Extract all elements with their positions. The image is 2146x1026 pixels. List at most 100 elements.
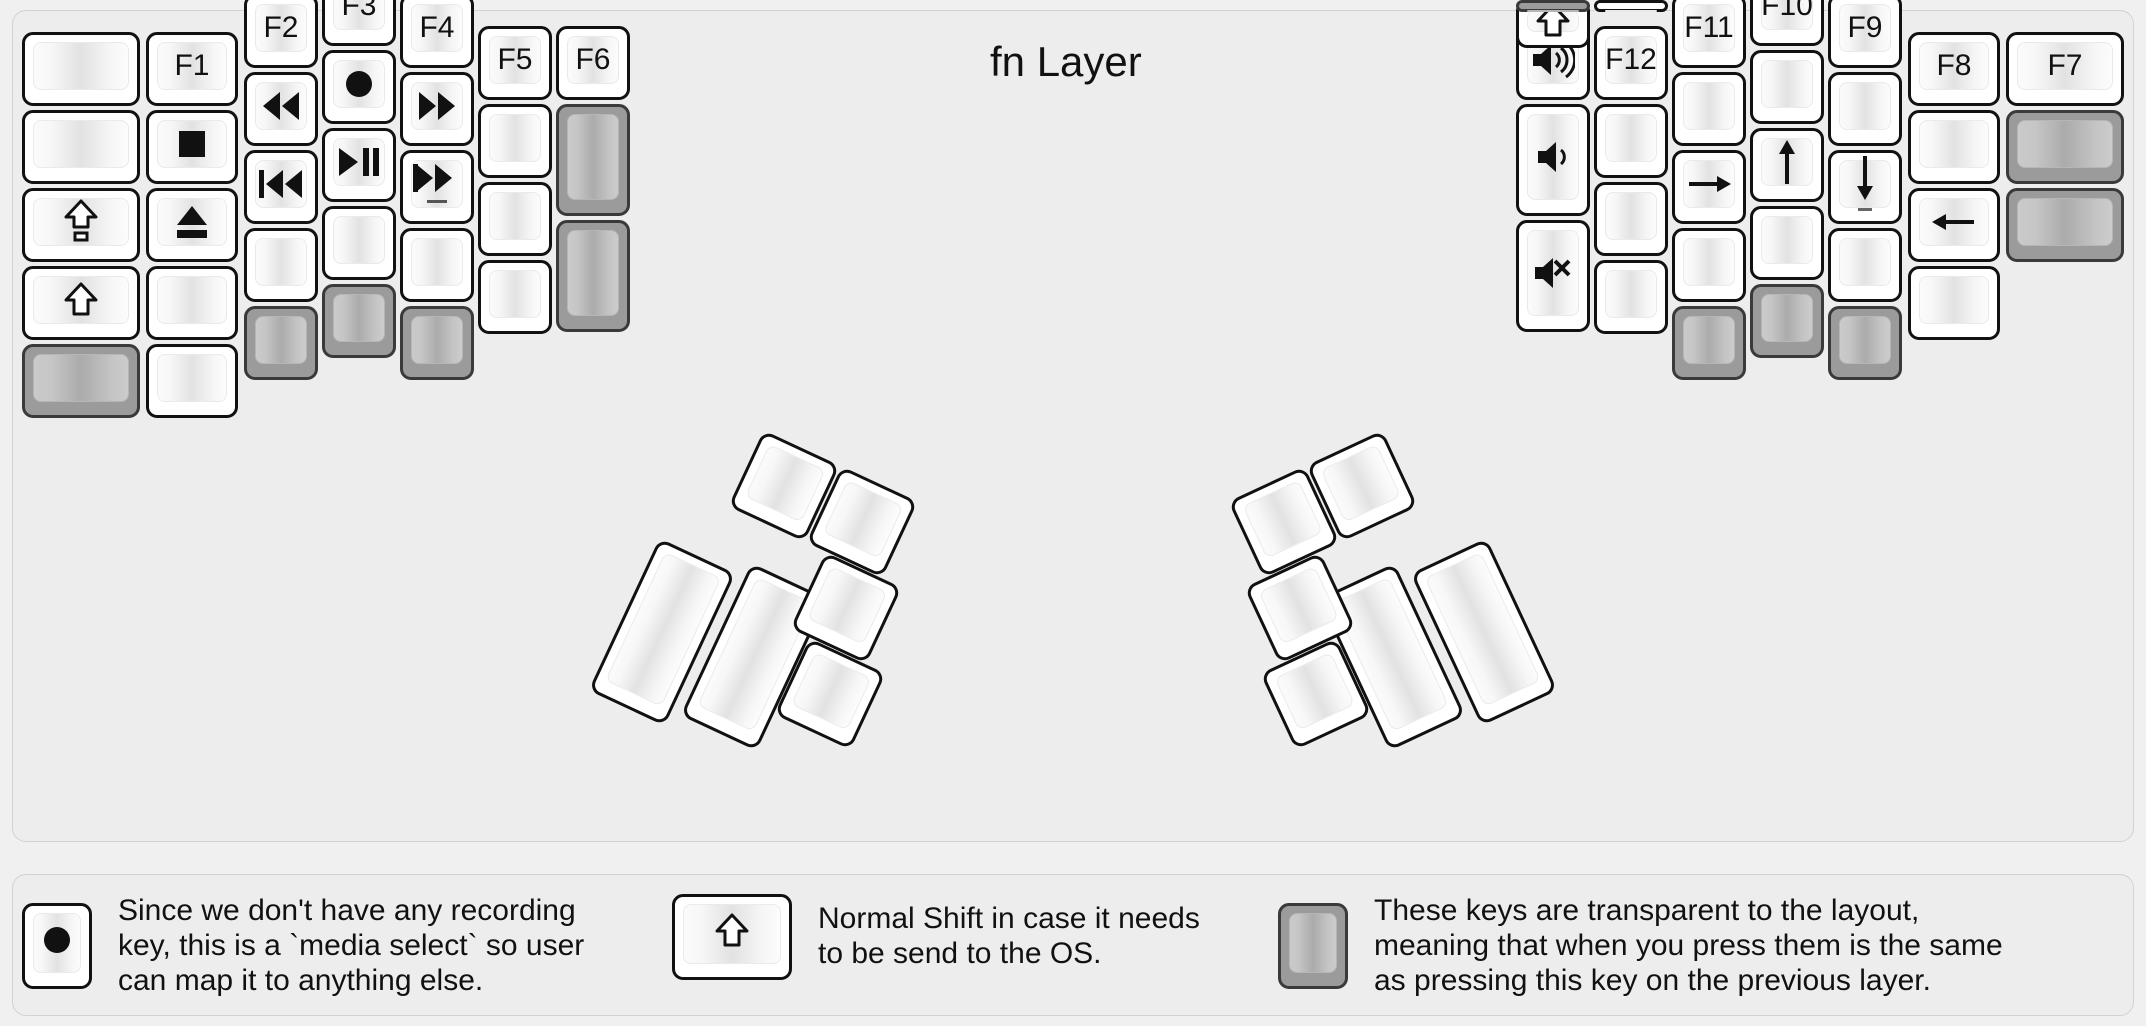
keycap-label: F1 (174, 49, 210, 82)
key-left-col-inner-0[interactable]: F5 (478, 26, 552, 100)
keycap-label (1675, 75, 1743, 143)
key-left-col-pinky-outer-1[interactable] (22, 110, 140, 184)
key-left-col-pinky-4[interactable] (146, 344, 238, 418)
keycap-label (481, 185, 549, 253)
keycap-face (683, 904, 781, 964)
key-left-col-pinky-3[interactable] (146, 266, 238, 340)
legend-text-2: These keys are transparent to the layout… (1374, 894, 2003, 997)
key-right-col-index-3[interactable] (1828, 228, 1902, 302)
key-right-col-inner-2[interactable] (1908, 188, 2000, 262)
key-left-col-pinky-outer-0[interactable] (22, 32, 140, 106)
key-right-col-pinky-1[interactable] (1594, 104, 1668, 178)
key-right-col-ring-3[interactable] (1672, 228, 1746, 302)
key-right-col-inner-outer-0[interactable]: F7 (2006, 32, 2124, 106)
legend-key-1 (672, 894, 792, 980)
keycap-label: F2 (263, 11, 299, 44)
keycap-label (149, 347, 235, 415)
key-left-col-pinky-0[interactable]: F1 (146, 32, 238, 106)
key-right-col-middle-0[interactable]: F10 (1750, 0, 1824, 46)
keycap-label: F12 (1605, 43, 1657, 76)
key-left-col-index-2[interactable] (400, 150, 474, 224)
key-left-col-pinky-outer-2[interactable] (22, 188, 140, 262)
key-right-col-pinky-4[interactable] (1594, 0, 1668, 12)
key-left-col-inner-outer-2[interactable] (556, 220, 630, 332)
keycap-label: F4 (419, 11, 455, 44)
key-left-col-ring-1[interactable] (244, 72, 318, 146)
keycap-label (149, 269, 235, 337)
key-left-col-inner-outer-0[interactable]: F6 (556, 26, 630, 100)
keycap-label (247, 309, 315, 377)
key-left-col-pinky-1[interactable] (146, 110, 238, 184)
keycap-label (1753, 287, 1821, 355)
keycap-label: F10 (1761, 0, 1813, 22)
caps-lock-icon (25, 191, 137, 259)
key-right-col-index-4[interactable] (1828, 306, 1902, 380)
key-left-col-middle-4[interactable] (322, 284, 396, 358)
keycap-label (325, 287, 393, 355)
key-right-col-inner-0[interactable]: F8 (1908, 32, 2000, 106)
key-left-col-index-0[interactable]: F4 (400, 0, 474, 68)
key-left-col-ring-0[interactable]: F2 (244, 0, 318, 68)
key-right-col-index-0[interactable]: F9 (1828, 0, 1902, 68)
key-left-col-inner-1[interactable] (478, 104, 552, 178)
keycap-label (25, 113, 137, 181)
legend-panel (12, 874, 2134, 1016)
key-left-col-inner-3[interactable] (478, 260, 552, 334)
key-right-col-pinky-outer-2[interactable] (1516, 220, 1590, 332)
keycap-label: F9 (1847, 11, 1883, 44)
key-right-col-ring-2[interactable] (1672, 150, 1746, 224)
volume-down-icon (1519, 107, 1587, 213)
key-right-col-ring-0[interactable]: F11 (1672, 0, 1746, 68)
key-right-col-index-1[interactable] (1828, 72, 1902, 146)
keycap-label (403, 231, 471, 299)
key-left-col-index-4[interactable] (400, 306, 474, 380)
key-right-col-inner-3[interactable] (1908, 266, 2000, 340)
legend-key-2 (1278, 903, 1348, 990)
key-right-col-inner-outer-1[interactable] (2006, 110, 2124, 184)
prev-track-icon (247, 153, 315, 221)
next-track-icon (403, 153, 471, 221)
key-left-col-middle-3[interactable] (322, 206, 396, 280)
key-left-col-middle-2[interactable] (322, 128, 396, 202)
record-circle-icon (325, 53, 393, 121)
keycap-label (1753, 53, 1821, 121)
keycap-label (559, 107, 627, 213)
key-right-col-pinky-3[interactable] (1594, 260, 1668, 334)
keycap-label (1753, 209, 1821, 277)
key-left-col-ring-3[interactable] (244, 228, 318, 302)
key-right-col-ring-1[interactable] (1672, 72, 1746, 146)
key-right-col-pinky-0[interactable]: F12 (1594, 26, 1668, 100)
key-right-col-pinky-outer-1[interactable] (1516, 104, 1590, 216)
fast-forward-icon (403, 75, 471, 143)
key-right-col-ring-4[interactable] (1672, 306, 1746, 380)
arrow-right-icon (1675, 153, 1743, 221)
key-right-col-middle-1[interactable] (1750, 50, 1824, 124)
key-left-col-middle-1[interactable] (322, 50, 396, 124)
key-left-col-middle-0[interactable]: F3 (322, 0, 396, 46)
key-left-col-inner-outer-1[interactable] (556, 104, 630, 216)
key-left-col-pinky-outer-3[interactable] (22, 266, 140, 340)
key-left-col-ring-2[interactable] (244, 150, 318, 224)
key-right-col-inner-1[interactable] (1908, 110, 2000, 184)
keycap-label: F3 (341, 0, 377, 22)
key-left-col-pinky-2[interactable] (146, 188, 238, 262)
key-right-col-middle-3[interactable] (1750, 206, 1824, 280)
legend-item-2: These keys are transparent to the layout… (1278, 894, 2003, 998)
key-right-col-middle-2[interactable] (1750, 128, 1824, 202)
key-left-col-index-3[interactable] (400, 228, 474, 302)
key-left-col-index-1[interactable] (400, 72, 474, 146)
volume-mute-icon (1519, 223, 1587, 329)
key-right-col-pinky-2[interactable] (1594, 182, 1668, 256)
keycap-label: F8 (1936, 49, 1972, 82)
key-left-col-pinky-outer-4[interactable] (22, 344, 140, 418)
keycap-label (25, 347, 137, 415)
key-left-col-ring-4[interactable] (244, 306, 318, 380)
keycap-label (1675, 231, 1743, 299)
keycap-label (247, 231, 315, 299)
key-right-col-index-2[interactable] (1828, 150, 1902, 224)
key-right-col-pinky-outer-4[interactable] (1516, 0, 1590, 12)
key-right-col-middle-4[interactable] (1750, 284, 1824, 358)
key-left-col-inner-2[interactable] (478, 182, 552, 256)
arrow-up-icon (1753, 131, 1821, 199)
key-right-col-inner-outer-2[interactable] (2006, 188, 2124, 262)
